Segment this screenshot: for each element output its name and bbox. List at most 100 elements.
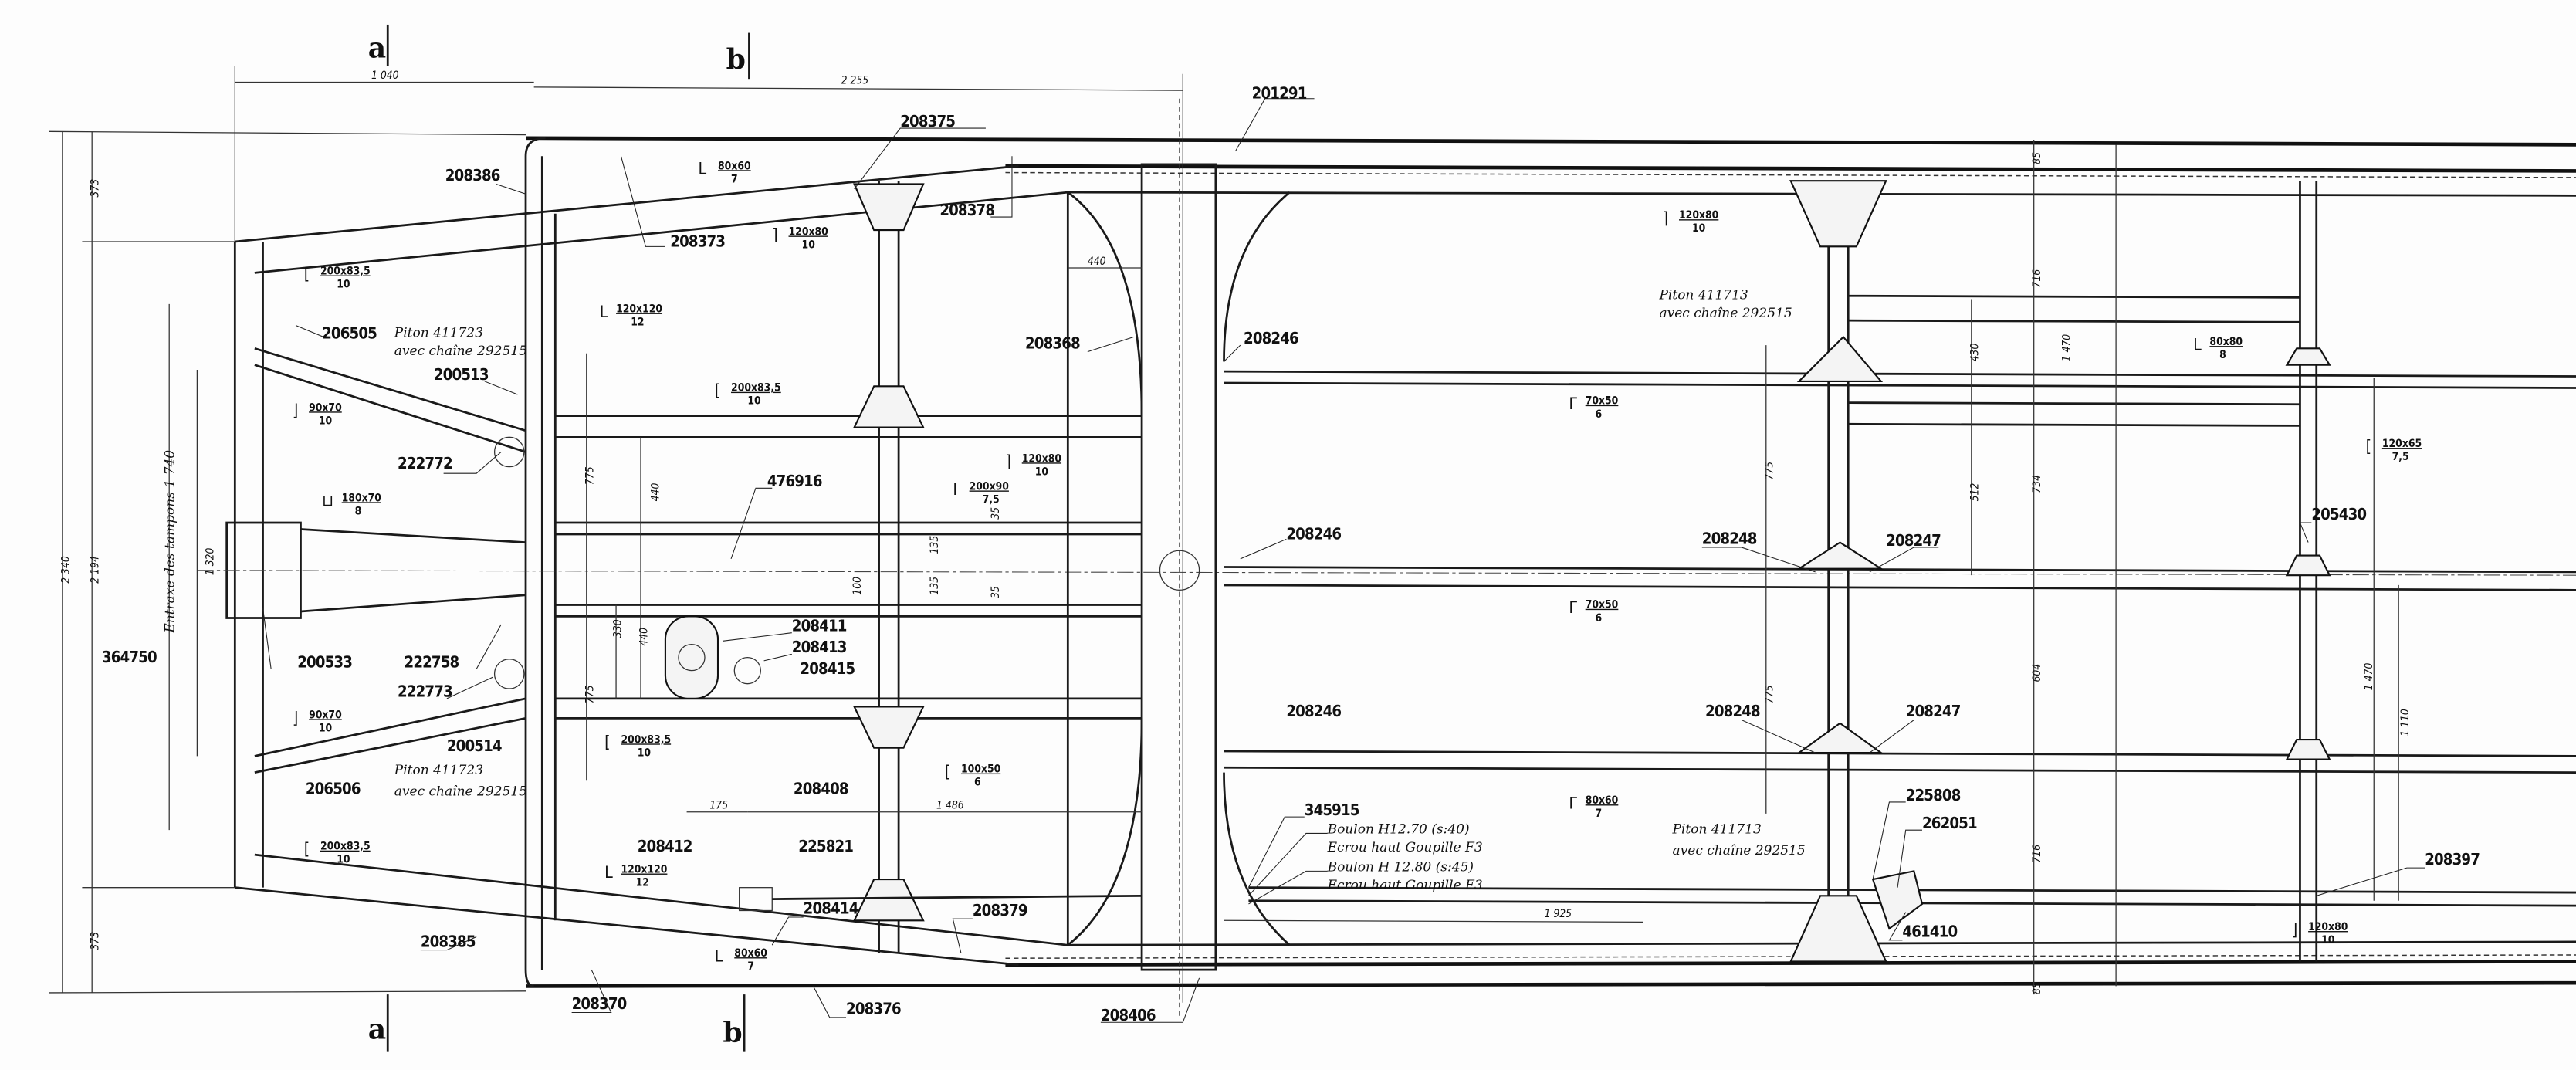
- profile-size: 80x60: [734, 947, 767, 960]
- profile-symbol: [: [304, 265, 310, 284]
- profile-size: 120x80: [1022, 452, 1062, 465]
- part-number: 208247: [1906, 702, 1961, 720]
- part-number: 208414: [804, 899, 858, 918]
- profile-thickness: 6: [974, 777, 981, 789]
- part-number: 222772: [398, 454, 452, 472]
- profile-size: 100x50: [961, 764, 1001, 776]
- dimension: 1 925: [1544, 908, 1572, 920]
- dimensions: 1 040 2 255 373 2 340 2 194 1 320 373 44…: [59, 69, 2412, 994]
- dimension: 1 470: [2363, 662, 2375, 690]
- chain-note: avec chaîne 292515: [1672, 843, 1805, 858]
- part-number: 208375: [900, 112, 955, 130]
- part-number: 208246: [1286, 702, 1341, 720]
- dimension: 330: [611, 619, 624, 638]
- dimension: 716: [2031, 269, 2043, 288]
- dimension: 2 194: [90, 556, 102, 584]
- part-number: 208385: [421, 932, 476, 950]
- dimension: 85: [2031, 982, 2043, 994]
- dimension: 135: [929, 577, 941, 595]
- profile-thickness: 6: [1595, 612, 1602, 625]
- bolt-note: Boulon H 12.80 (s:45): [1327, 859, 1474, 875]
- dimension: 440: [638, 628, 651, 646]
- profile-symbol: ⌋: [293, 401, 298, 421]
- dimension: 2 255: [841, 75, 869, 87]
- part-number: 208415: [800, 659, 855, 678]
- dimension: 35: [990, 586, 1002, 598]
- dimension-lines: [49, 66, 2399, 1003]
- part-number: 208370: [572, 994, 627, 1013]
- part-number: 208368: [1025, 334, 1080, 352]
- chain-note: avec chaîne 292515: [1659, 306, 1792, 321]
- part-number: 208248: [1702, 530, 1757, 548]
- profile-size: 70x50: [1586, 395, 1619, 408]
- section-mark-b-top: b: [726, 42, 746, 76]
- part-number: 208379: [973, 901, 1027, 919]
- dimension: 440: [1088, 256, 1106, 268]
- profile-size: 200x83,5: [320, 266, 371, 278]
- dimension: 734: [2031, 475, 2043, 493]
- profile-symbol: ⌉: [1663, 209, 1668, 229]
- part-number: 461410: [1902, 923, 1957, 941]
- dimension: 716: [2031, 845, 2043, 863]
- part-number: 200513: [434, 365, 489, 384]
- part-number: 225821: [798, 837, 853, 855]
- dimension: 1 040: [371, 69, 399, 82]
- part-number: 262051: [1922, 814, 1977, 832]
- part-number: 208406: [1101, 1006, 1156, 1024]
- profile-thickness: 7,5: [983, 493, 1000, 506]
- profile-callout: [200x83,510: [604, 733, 671, 760]
- profile-thickness: 10: [2321, 934, 2335, 946]
- part-number: 364750: [102, 648, 157, 666]
- profile-size: 180x70: [342, 492, 382, 504]
- profile-size: 200x90: [970, 480, 1010, 493]
- part-number: 208411: [792, 617, 847, 635]
- profile-symbol: ⌉: [1005, 452, 1010, 472]
- profile-size: 120x80: [789, 225, 829, 238]
- part-number: 225808: [1906, 786, 1961, 804]
- profile-size: 120x80: [2308, 921, 2348, 933]
- nut-note: Ecrou haut Goupille F3: [1327, 878, 1483, 893]
- profile-symbol: Γ: [1569, 794, 1577, 813]
- dimension: 35: [990, 507, 1002, 520]
- dimension: 373: [90, 932, 102, 950]
- buffer-centres-note: Entraxe des tampons 1 740: [163, 450, 178, 634]
- profile-size: 80x60: [718, 160, 751, 172]
- part-number: 200533: [297, 652, 352, 671]
- piton-note: Piton 411723: [394, 763, 483, 778]
- profile-symbol: ⌉: [772, 225, 777, 245]
- profile-size: 70x50: [1586, 599, 1619, 611]
- dimension: 175: [709, 799, 728, 811]
- profile-size: 200x83,5: [621, 733, 671, 746]
- profile-symbol: L: [698, 160, 706, 179]
- profile-symbol: ⌋: [2292, 920, 2297, 940]
- dimension: 1 110: [2399, 709, 2412, 736]
- piton-note: Piton 411723: [394, 325, 483, 340]
- profile-callout: [200x83,510: [304, 840, 371, 866]
- profile-size: 200x83,5: [320, 841, 371, 853]
- profile-symbol: ⌋: [293, 709, 298, 728]
- profile-thickness: 8: [2219, 349, 2226, 361]
- piton-note: Piton 411713: [1671, 821, 1761, 837]
- piton-note: Piton 411713: [1658, 287, 1748, 303]
- dimension: 775: [584, 466, 596, 485]
- dimension: 604: [2031, 664, 2043, 682]
- dimension: 85: [2031, 152, 2043, 164]
- part-number: 208247: [1886, 531, 1941, 550]
- profile-thickness: 12: [631, 317, 644, 329]
- part-number: 208413: [792, 638, 847, 656]
- profile-symbol: [: [2366, 437, 2371, 456]
- profile-thickness: 10: [1692, 222, 1706, 235]
- chain-note: avec chaîne 292515: [394, 344, 527, 359]
- dimension: 440: [649, 483, 662, 502]
- profile-callout: [200x83,510: [304, 265, 371, 291]
- part-number: 208376: [846, 1000, 901, 1018]
